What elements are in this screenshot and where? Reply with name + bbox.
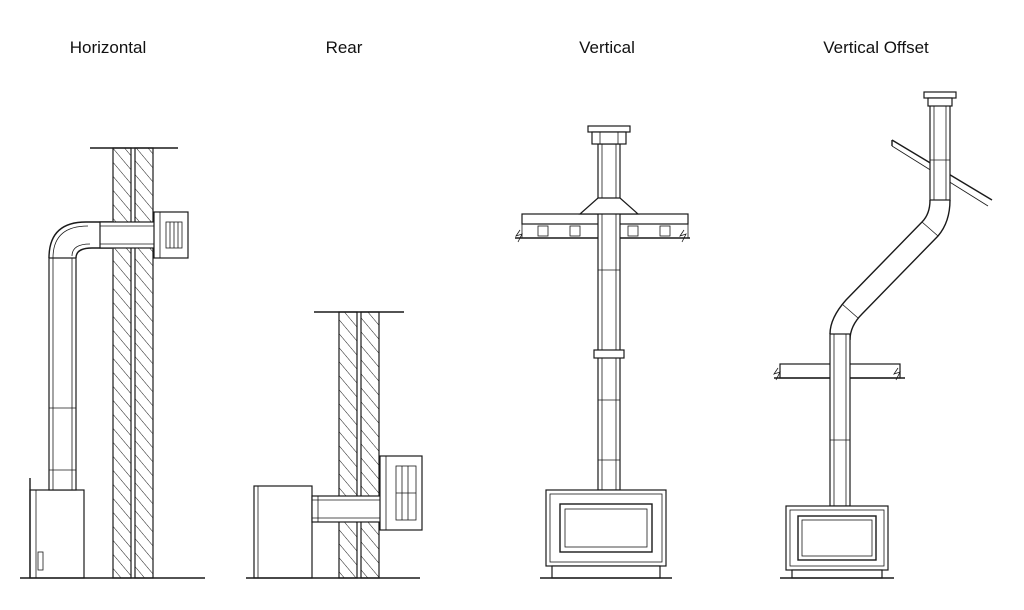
vertical-offset-stove xyxy=(785,505,889,579)
vertical-offset-installation xyxy=(773,91,993,579)
rear-installation xyxy=(246,311,423,579)
rear-flue-pipe xyxy=(311,455,423,531)
vertical-flue-pipe xyxy=(578,125,640,491)
horizontal-installation xyxy=(20,147,205,579)
title-vertical-offset: Vertical Offset xyxy=(823,38,929,57)
rear-stove xyxy=(253,485,313,579)
horizontal-stove xyxy=(29,478,85,579)
horizontal-flue-pipe xyxy=(48,211,189,491)
title-rear: Rear xyxy=(325,38,363,57)
rear-wall xyxy=(314,311,404,579)
title-horizontal: Horizontal xyxy=(69,38,147,57)
title-vertical: Vertical xyxy=(579,38,635,57)
vertical-offset-flue-pipe xyxy=(829,91,957,507)
vertical-stove xyxy=(545,489,667,579)
vertical-installation xyxy=(515,125,690,579)
horizontal-wall xyxy=(90,147,178,579)
